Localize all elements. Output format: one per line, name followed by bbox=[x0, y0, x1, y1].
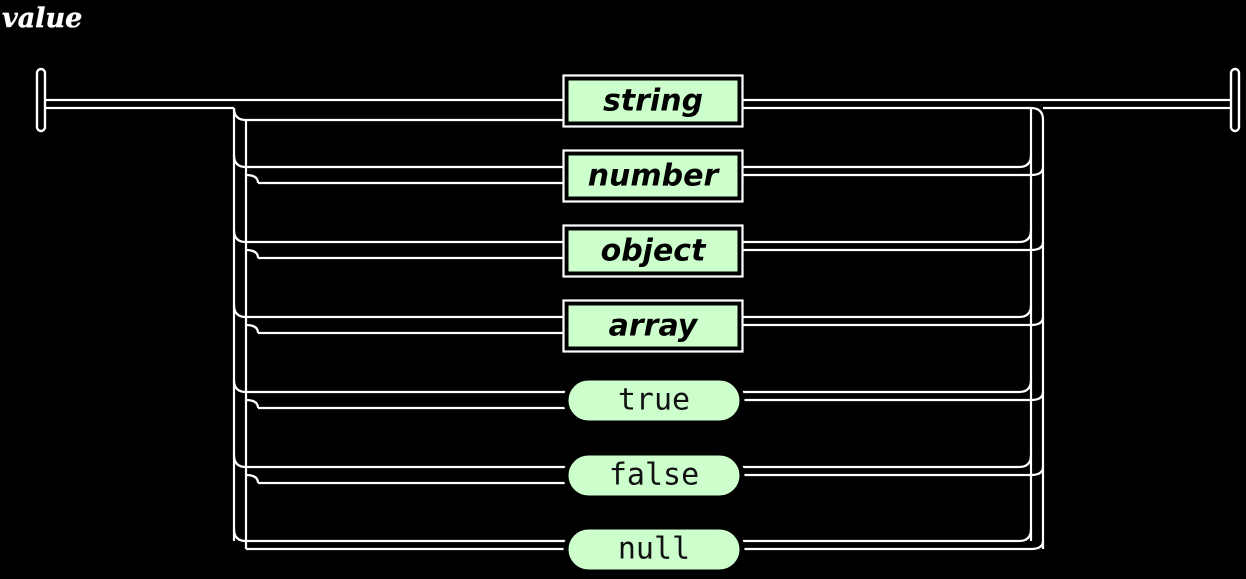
node-null[interactable]: null bbox=[563, 524, 745, 575]
node-string-label: string bbox=[603, 84, 703, 119]
node-string[interactable]: string bbox=[562, 74, 744, 128]
node-null-label: null bbox=[618, 532, 690, 567]
exit-end-bar bbox=[1229, 67, 1241, 133]
node-true-label: true bbox=[618, 383, 690, 418]
node-object[interactable]: object bbox=[562, 224, 744, 278]
node-number-label: number bbox=[588, 159, 721, 194]
node-true[interactable]: true bbox=[563, 375, 745, 426]
node-array-label: array bbox=[609, 309, 699, 344]
rail-network bbox=[45, 98, 1231, 551]
entry-start-bar bbox=[35, 67, 47, 133]
node-false-label: false bbox=[609, 458, 699, 493]
node-array[interactable]: array bbox=[562, 299, 744, 353]
node-false[interactable]: false bbox=[563, 450, 745, 501]
node-number[interactable]: number bbox=[562, 149, 744, 203]
diagram-title: value bbox=[2, 3, 82, 34]
node-object-label: object bbox=[601, 234, 707, 269]
